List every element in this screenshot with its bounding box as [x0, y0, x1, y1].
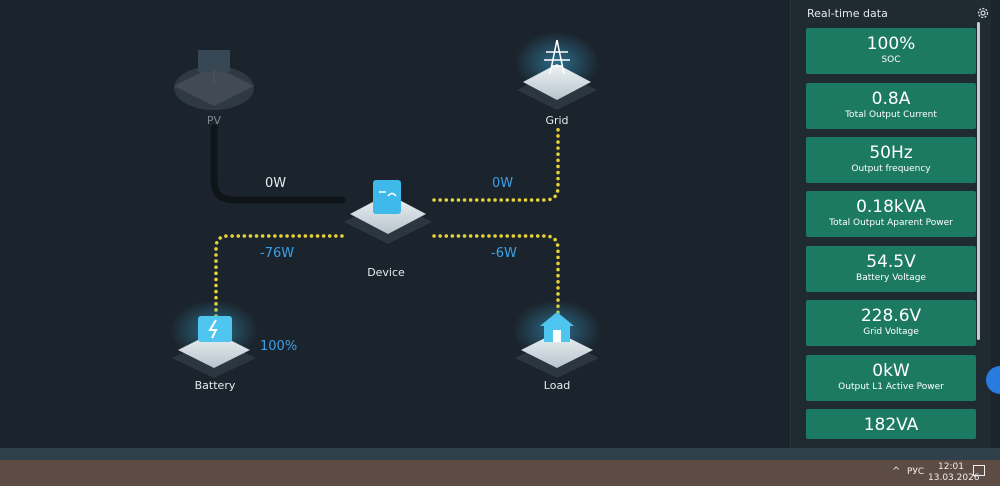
notification-icon[interactable]	[973, 465, 985, 476]
pv-flow-line	[210, 124, 346, 204]
card-value: 100%	[866, 34, 916, 54]
grid-power-value: 0W	[492, 176, 514, 191]
card-value: 0.18kVA	[856, 197, 926, 217]
clock-date[interactable]: 13.03.2026	[928, 473, 980, 483]
card-label: SOC	[881, 55, 901, 65]
settings-gear-icon[interactable]	[976, 6, 990, 20]
device-label: Device	[367, 266, 405, 279]
grid-label: Grid	[545, 114, 569, 127]
energy-flow-diagram: PV Grid Device Battery Load 0W 0W -76W -…	[170, 32, 601, 392]
card-label: Battery Voltage	[856, 273, 926, 283]
battery-icon	[170, 300, 258, 378]
card-label: Output L1 Active Power	[838, 382, 944, 392]
windows-taskbar: ^ РУС 12:01 13.03.2026	[0, 460, 1000, 486]
panel-scrollbar[interactable]	[977, 22, 980, 340]
data-card-battery-voltage: 54.5V Battery Voltage	[806, 246, 976, 292]
battery-soc-value: 100%	[260, 339, 298, 354]
card-label: Output frequency	[851, 164, 931, 174]
card-value: 50Hz	[869, 143, 913, 163]
load-label: Load	[543, 379, 571, 392]
card-value: 54.5V	[866, 252, 916, 272]
data-card-soc: 100% SOC	[806, 28, 976, 74]
language-indicator[interactable]: РУС	[907, 467, 925, 477]
card-label: Total Output Aparent Power	[829, 218, 953, 228]
data-card-apparent-power: 0.18kVA Total Output Aparent Power	[806, 191, 976, 237]
data-card-output-current: 0.8A Total Output Current	[806, 83, 976, 129]
card-value: 228.6V	[860, 306, 922, 326]
load-power-value: -6W	[491, 246, 517, 261]
battery-power-value: -76W	[260, 246, 295, 261]
card-value: 0kW	[872, 361, 910, 381]
grid-tower-icon	[515, 32, 599, 110]
tray-chevron-icon[interactable]: ^	[892, 466, 901, 477]
pv-label: PV	[206, 114, 222, 127]
data-card-output-frequency: 50Hz Output frequency	[806, 137, 976, 183]
card-label: Grid Voltage	[863, 327, 919, 337]
card-value: 182VA	[863, 415, 919, 435]
pv-icon	[174, 50, 254, 110]
data-card-grid-voltage: 228.6V Grid Voltage	[806, 300, 976, 346]
panel-title: Real-time data	[807, 7, 888, 20]
taskbar-separator	[0, 448, 1000, 460]
pv-power-value: 0W	[265, 176, 287, 191]
load-flow-line	[432, 234, 560, 318]
flow-lines	[170, 32, 601, 378]
side-action-button[interactable]	[986, 366, 1000, 394]
data-card-partial: 182VA	[806, 409, 976, 439]
card-value: 0.8A	[871, 89, 911, 109]
battery-flow-line	[214, 234, 344, 318]
data-card-l1-active-power: 0kW Output L1 Active Power	[806, 355, 976, 401]
clock-time[interactable]: 12:01	[938, 462, 964, 472]
home-load-icon	[513, 300, 601, 378]
inverter-device-icon	[344, 180, 432, 244]
battery-label: Battery	[194, 379, 236, 392]
card-label: Total Output Current	[845, 110, 937, 120]
grid-flow-line	[432, 126, 560, 202]
